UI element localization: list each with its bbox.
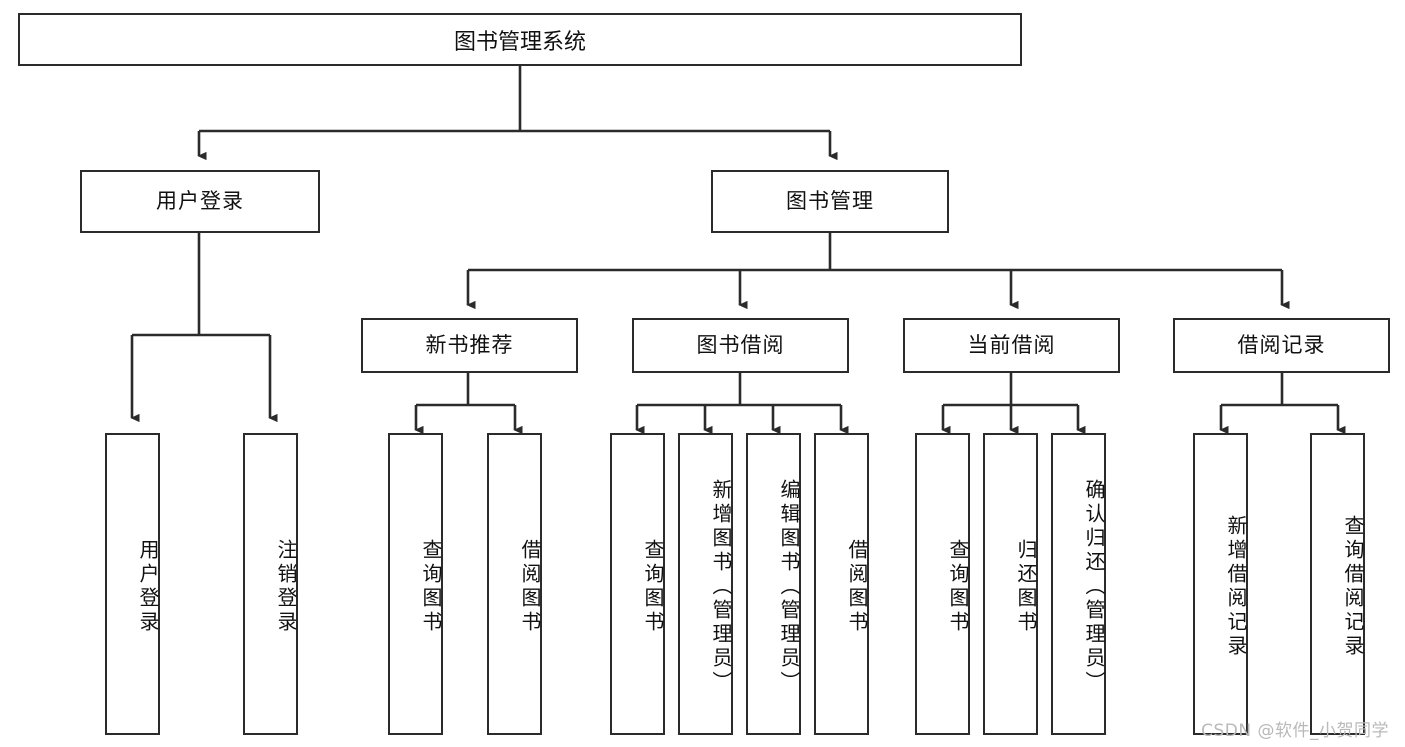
leaf-label: 借阅图书 [845, 539, 869, 635]
leaf-current-borrow-2[interactable]: 确认归还（管理员） [1051, 433, 1106, 735]
leaf-book-borrow-1[interactable]: 新增图书（管理员） [678, 433, 733, 735]
node-book-manage-label: 图书管理 [786, 188, 874, 213]
node-book-borrow[interactable]: 图书借阅 [632, 318, 849, 373]
leaf-label: 新增图书（管理员） [709, 479, 733, 695]
node-new-book-recommend-label: 新书推荐 [425, 332, 514, 357]
node-borrow-record-label: 借阅记录 [1237, 332, 1326, 357]
leaf-label: 查询图书 [641, 539, 665, 635]
node-borrow-record[interactable]: 借阅记录 [1173, 318, 1390, 373]
leaf-book-borrow-0[interactable]: 查询图书 [610, 433, 665, 735]
leaf-label: 新增借阅记录 [1224, 515, 1248, 659]
node-book-borrow-label: 图书借阅 [696, 332, 785, 357]
node-new-book-recommend[interactable]: 新书推荐 [361, 318, 578, 373]
leaf-label: 用户登录 [136, 539, 160, 635]
node-book-manage[interactable]: 图书管理 [711, 170, 949, 233]
leaf-user-login-0[interactable]: 用户登录 [105, 433, 160, 735]
leaf-label: 查询图书 [419, 539, 443, 635]
leaf-label: 注销登录 [274, 539, 298, 635]
leaf-current-borrow-1[interactable]: 归还图书 [983, 433, 1038, 735]
node-user-login-label: 用户登录 [156, 188, 244, 213]
leaf-label: 归还图书 [1014, 539, 1038, 635]
leaf-label: 查询图书 [946, 539, 970, 635]
leaf-current-borrow-0[interactable]: 查询图书 [915, 433, 970, 735]
node-current-borrow[interactable]: 当前借阅 [903, 318, 1120, 373]
node-root[interactable]: 图书管理系统 [18, 13, 1022, 66]
leaf-book-borrow-3[interactable]: 借阅图书 [814, 433, 869, 735]
node-root-label: 图书管理系统 [453, 29, 586, 55]
node-user-login[interactable]: 用户登录 [80, 170, 320, 233]
leaf-label: 确认归还（管理员） [1082, 479, 1106, 695]
node-current-borrow-label: 当前借阅 [967, 332, 1056, 357]
leaf-new-book-recommend-0[interactable]: 查询图书 [388, 433, 443, 735]
leaf-borrow-record-1[interactable]: 查询借阅记录 [1310, 433, 1365, 735]
leaf-new-book-recommend-1[interactable]: 借阅图书 [487, 433, 542, 735]
leaf-user-login-1[interactable]: 注销登录 [243, 433, 298, 735]
leaf-borrow-record-0[interactable]: 新增借阅记录 [1193, 433, 1248, 735]
leaf-book-borrow-2[interactable]: 编辑图书（管理员） [746, 433, 801, 735]
leaf-label: 编辑图书（管理员） [777, 479, 801, 695]
watermark: CSDN @软件_小贺同学 [1201, 721, 1389, 741]
leaf-label: 查询借阅记录 [1341, 515, 1365, 659]
leaf-label: 借阅图书 [518, 539, 542, 635]
